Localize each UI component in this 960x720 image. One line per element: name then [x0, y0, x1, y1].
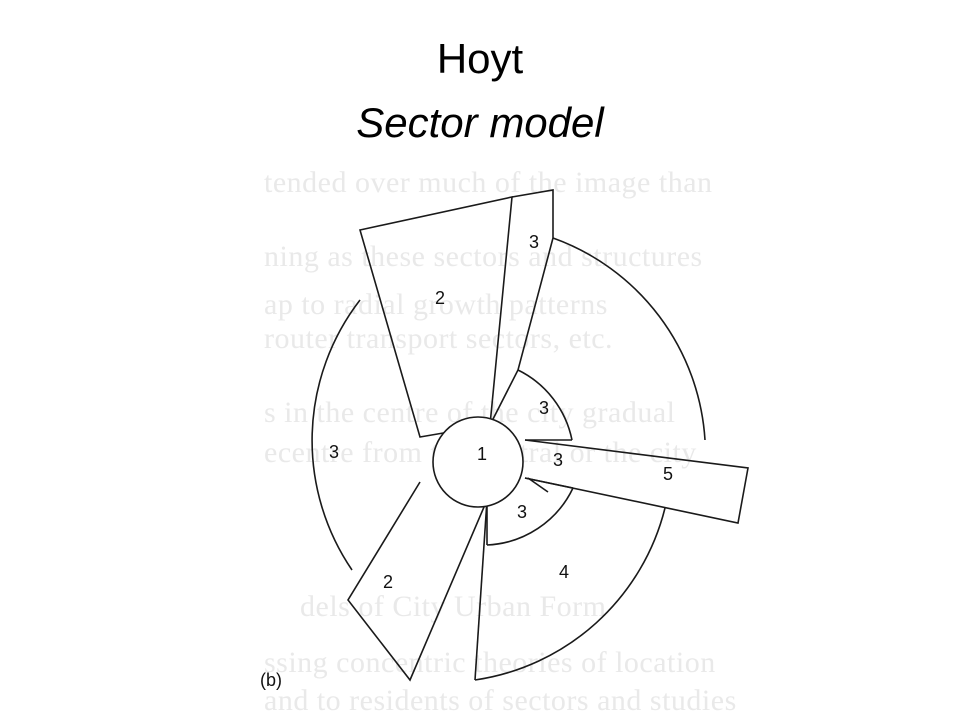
zone-label-cbd: 1 — [477, 444, 487, 464]
bleed-through-text-2: ning as these sectors and structures — [264, 240, 703, 273]
inner-ring-arc — [517, 369, 573, 441]
zone-label-wholesale-south: 2 — [383, 572, 393, 592]
panel-label: (b) — [260, 670, 282, 690]
bleed-through-text-8: ssing concentric theories of location — [264, 646, 716, 679]
zone-label-low-income-north: 3 — [529, 232, 539, 252]
ring-divider-inner — [527, 477, 549, 493]
zone-label-ring-upper: 3 — [539, 398, 549, 418]
sector-low-income-south — [474, 499, 488, 681]
outer-boundary-west — [311, 299, 361, 571]
bleed-through-text-9: and to residents of sectors and studies — [264, 684, 737, 717]
zone-label-wholesale-north: 2 — [435, 288, 445, 308]
slide-title: Hoyt — [436, 35, 524, 82]
sector-wholesale-south — [347, 481, 488, 682]
sector-wholesale-north — [358, 195, 513, 438]
ring-divider-lower — [524, 477, 574, 489]
zone-label-high-income: 5 — [663, 464, 673, 484]
bleed-through-text-4: router transport sectors, etc. — [264, 322, 614, 355]
zone-label-low-income-west: 3 — [329, 442, 339, 462]
central-business-district — [432, 416, 524, 508]
sector-low-income-north — [489, 189, 554, 426]
slide-subtitle: Sector model — [356, 99, 604, 146]
sector-high-income — [524, 439, 749, 524]
outer-boundary-southeast — [474, 507, 666, 681]
zone-label-middle-income: 4 — [559, 562, 569, 582]
zone-label-ring-mid: 3 — [553, 450, 563, 470]
inner-ring-lower-arc — [486, 487, 574, 546]
zone-label-ring-lower: 3 — [517, 502, 527, 522]
bleed-through-text-1: tended over much of the image than — [264, 166, 713, 199]
outer-boundary-northeast — [552, 237, 706, 441]
bleed-through-text-3: ap to radial growth patterns — [264, 288, 608, 321]
